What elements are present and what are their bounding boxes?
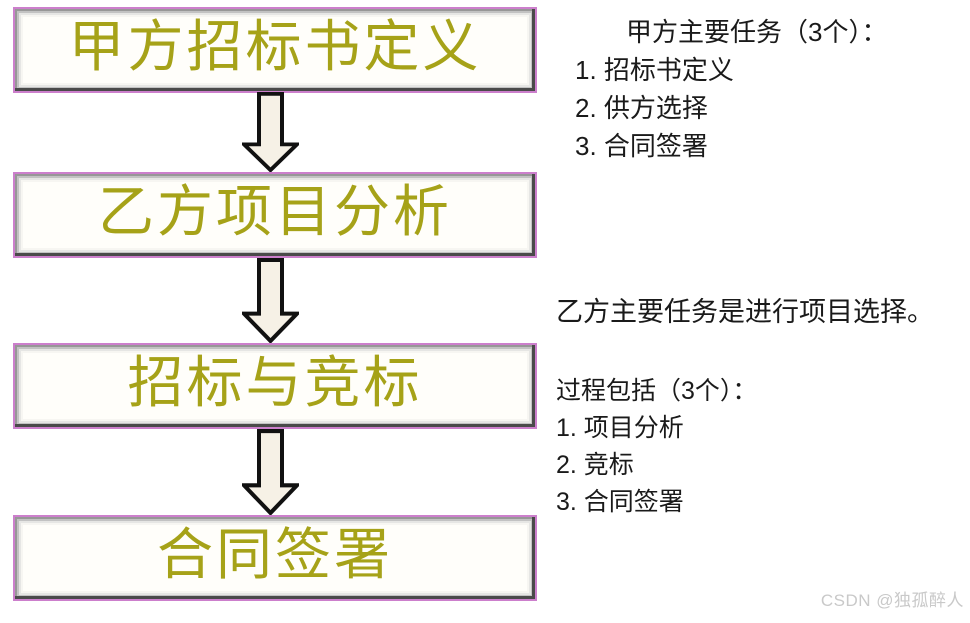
- note-process-item: 1. 项目分析: [556, 414, 684, 442]
- note-party-b-task: 乙方主要任务是进行项目选择。: [556, 297, 934, 327]
- flow-box-project-analysis-label: 乙方项目分析: [98, 182, 452, 244]
- note-party-a-tasks: 甲方主要任务（3个）： 1. 招标书定义 2. 供方选择 3. 合同签署: [575, 13, 887, 165]
- flow-box-project-analysis: 乙方项目分析: [13, 172, 537, 258]
- flow-box-contract-signing-label: 合同签署: [157, 525, 393, 587]
- watermark: CSDN @独孤醉人: [820, 591, 964, 610]
- note-party-a-item: 3. 合同签署: [575, 131, 708, 161]
- down-arrow-icon: [242, 429, 299, 515]
- note-process-header: 过程包括（3个）：: [556, 377, 758, 405]
- note-party-a-item: 2. 供方选择: [575, 93, 708, 123]
- flow-box-bidding-label: 招标与竞标: [127, 353, 423, 415]
- note-process-item: 3. 合同签署: [556, 488, 684, 516]
- note-process-steps: 过程包括（3个）： 1. 项目分析 2. 竞标 3. 合同签署: [556, 373, 757, 521]
- note-process-item: 2. 竞标: [556, 451, 634, 479]
- down-arrow-icon: [242, 258, 299, 343]
- flow-box-bid-definition: 甲方招标书定义: [13, 7, 537, 93]
- note-party-a-header: 甲方主要任务（3个）：: [626, 17, 888, 47]
- note-party-a-item: 1. 招标书定义: [575, 55, 734, 85]
- flow-box-contract-signing: 合同签署: [13, 515, 537, 601]
- flow-box-bid-definition-label: 甲方招标书定义: [68, 17, 482, 79]
- flow-box-bidding: 招标与竞标: [13, 343, 537, 429]
- down-arrow-icon: [242, 92, 299, 172]
